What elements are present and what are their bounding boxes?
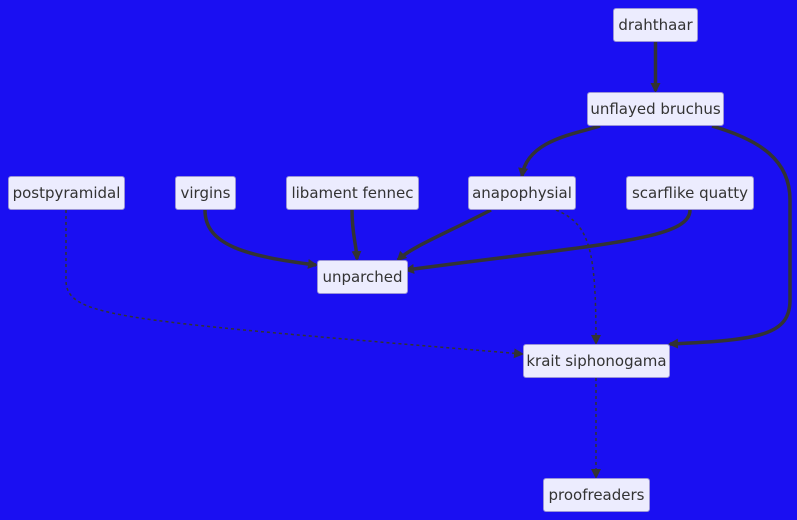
edge-unflayed-bruchus-to-anapophysial [518,124,601,178]
node-drahthaar[interactable]: drahthaar [613,8,698,42]
edge-scarflike-quatty-to-unparched [404,209,692,274]
node-unparched[interactable]: unparched [317,260,408,294]
edge-libament-fennec-to-unparched [350,209,362,261]
edge-anapophysial-to-krait-siphonogama [555,209,601,345]
node-postpyramidal[interactable]: postpyramidal [8,176,125,210]
node-proofreaders[interactable]: proofreaders [543,478,650,512]
node-unflayed-bruchus[interactable]: unflayed bruchus [587,92,724,126]
edge-postpyramidal-to-krait-siphonogama [65,210,524,359]
node-anapophysial[interactable]: anapophysial [468,176,576,210]
node-scarflike-quatty[interactable]: scarflike quatty [626,176,754,210]
node-libament-fennec[interactable]: libament fennec [286,176,419,210]
node-krait-siphonogama[interactable]: krait siphonogama [523,344,670,378]
edge-virgins-to-unparched [203,209,318,269]
node-virgins[interactable]: virgins [175,176,236,210]
edge-anapophysial-to-unparched [396,208,492,262]
edge-unflayed-bruchus-to-krait-siphonogama [668,124,792,349]
